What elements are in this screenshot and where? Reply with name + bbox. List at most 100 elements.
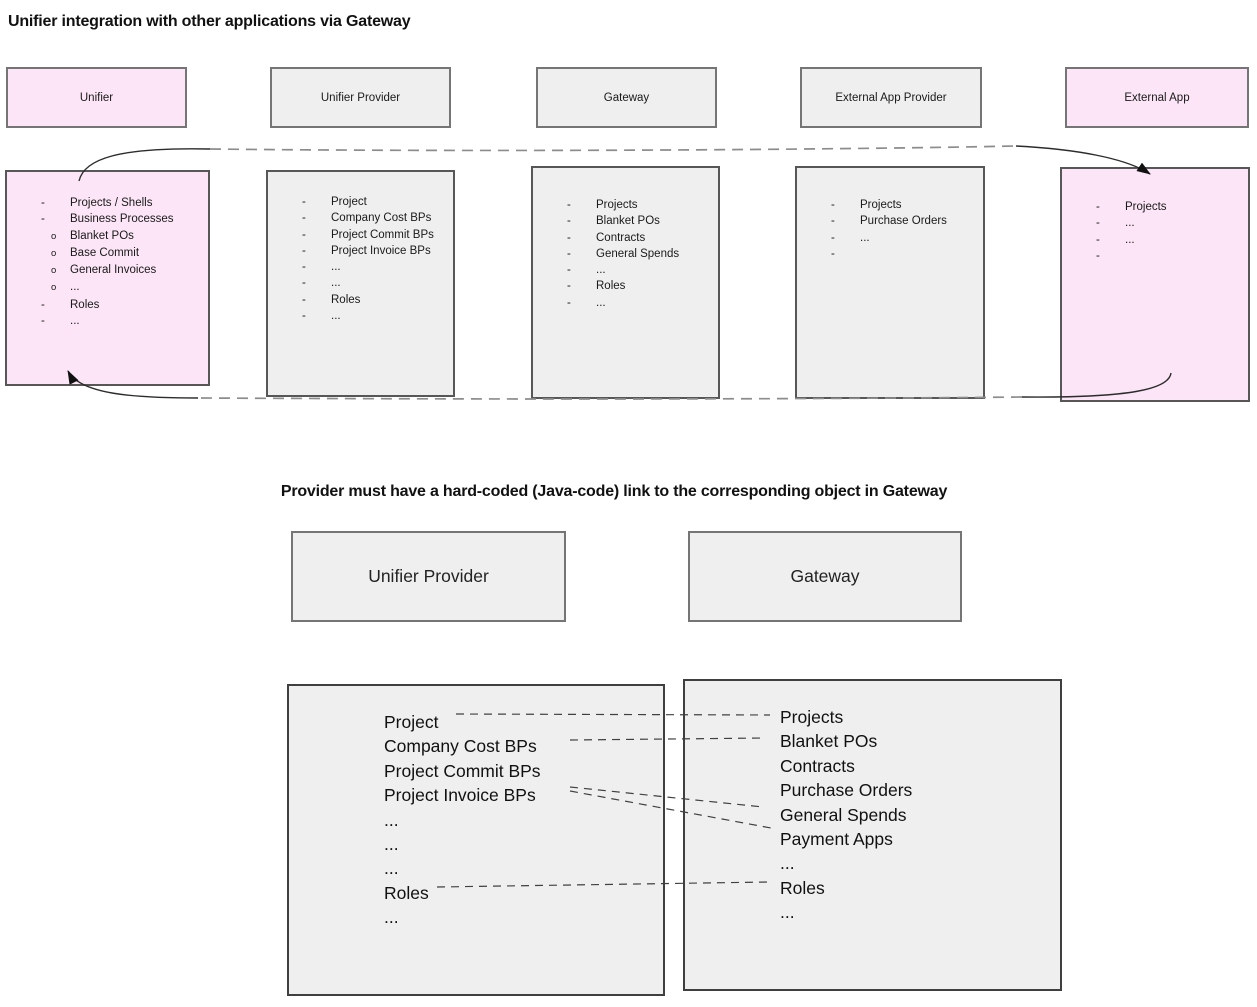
list-item-text: Projects [596, 199, 638, 211]
list-item: Projects [780, 707, 844, 727]
bullet: - [302, 196, 306, 208]
list-item: -... [268, 259, 453, 275]
header-box-external-app-provider: External App Provider [800, 67, 982, 128]
list-item: - Projects [533, 197, 718, 213]
list-item: Project [384, 712, 439, 732]
bullet: - [831, 231, 835, 244]
list-item: Payment Apps [780, 829, 893, 850]
list-item: -Roles [533, 278, 718, 294]
bullet: - [1096, 217, 1100, 230]
list-item: -... [268, 308, 453, 324]
list-item-text: ... [860, 231, 870, 244]
header-label: Gateway [603, 91, 650, 104]
list-item: -... [533, 262, 718, 278]
list-item-text: Project Invoice BPs [331, 244, 431, 257]
list-item: - Roles [268, 292, 453, 308]
list-item: ... [780, 853, 795, 874]
header-box-unifier-provider-2: Unifier Provider [291, 531, 566, 622]
list-item-text: ... [331, 261, 341, 274]
list-item-text: ... [596, 296, 606, 309]
list-box-external-app-provider: -Projects-Purchase Orders-...- [795, 166, 985, 399]
list-item: ... [780, 902, 795, 923]
list-item: -Business Processes [7, 211, 208, 227]
bullet: - [302, 293, 306, 306]
list-item: - Roles [7, 297, 208, 313]
list-item-text: Projects [860, 199, 902, 211]
list-item: ... [384, 834, 399, 855]
list-item: -... [268, 275, 453, 291]
list-item: - Projects / Shells [7, 195, 208, 211]
list-item: - Projects [1062, 199, 1248, 215]
list-item-text: Project Commit BPs [331, 228, 434, 241]
bullet: - [567, 247, 571, 260]
list-item: -... [533, 295, 718, 311]
bullet: - [831, 199, 835, 211]
header-box-external-app: External App [1065, 67, 1249, 128]
bullet: o [51, 230, 57, 242]
list-item: -General Spends [533, 246, 718, 262]
list-box-unifier: - Projects / Shells -Business Processes o Bl… [5, 170, 210, 386]
list-item-text: ... [70, 281, 80, 294]
flow-forward-dashed-line [209, 145, 1017, 152]
list-item-text: ... [1125, 233, 1135, 246]
list-box-gateway: - Projects - Blanket POs - Contracts -General … [531, 166, 720, 399]
list-item: -... [1062, 215, 1248, 231]
bullet: - [1096, 249, 1100, 262]
list-item-text: ... [331, 277, 341, 290]
bullet: - [302, 212, 306, 225]
header-box-unifier: Unifier [6, 67, 187, 128]
list-item-text: Blanket POs [596, 215, 660, 228]
list-item-text: Roles [331, 293, 361, 306]
list-item-text: Purchase Orders [860, 215, 947, 228]
bullet: - [41, 197, 45, 209]
list-item: -... [797, 230, 983, 246]
bullet: - [567, 296, 571, 309]
bullet: - [1096, 233, 1100, 246]
header-label: Unifier Provider [320, 91, 401, 104]
bullet: o [51, 247, 57, 259]
list-item: Project Invoice BPs [384, 785, 536, 806]
list-item: Roles [384, 882, 429, 903]
list-item: - Projects [797, 197, 983, 213]
list-item: -... [7, 313, 208, 329]
header-label: External App Provider [835, 91, 947, 104]
list-item: - Blanket POs [533, 213, 718, 229]
bullet: - [567, 215, 571, 228]
list-item-text: Roles [70, 298, 100, 311]
bullet: - [302, 277, 306, 290]
list-item: - Contracts [533, 230, 718, 246]
list-item: -Project Invoice BPs [268, 243, 453, 259]
list-item-text: Projects [1125, 201, 1167, 213]
list-item-text: Projects / Shells [70, 197, 153, 209]
bullet: - [567, 199, 571, 211]
bullet: o [51, 265, 57, 277]
list-box-external-app: -Projects-...-...- [1060, 167, 1250, 402]
bullet: - [41, 213, 45, 226]
header-box-unifier-provider: Unifier Provider [270, 67, 451, 128]
list-item-text: ... [70, 315, 80, 328]
list-item-text: ... [331, 310, 341, 323]
list-item: -Purchase Orders [797, 213, 983, 229]
list-box-unifier-provider: -Project-Company Cost BPs-Project Commit… [266, 170, 455, 397]
list-item-text: Contracts [596, 231, 646, 244]
list-item-text: Blanket POs [70, 229, 134, 242]
list-item: -... [1062, 232, 1248, 248]
bullet: - [302, 310, 306, 323]
list-item-text: Project [331, 196, 367, 208]
bullet: - [41, 298, 45, 311]
bullet: - [1096, 201, 1100, 213]
header-label: External App [1124, 91, 1190, 104]
list-item: Purchase Orders [780, 780, 913, 801]
header-label: Unifier Provider [368, 566, 489, 586]
header-box-gateway: Gateway [536, 67, 717, 128]
list-item: ... [384, 809, 399, 830]
section1-title: Unifier integration with other applicati… [8, 13, 411, 30]
list-item: Roles [780, 877, 825, 898]
list-item-text: ... [596, 264, 606, 277]
bullet: - [567, 231, 571, 244]
list-item: ... [384, 907, 399, 928]
list-item: Company Cost BPs [384, 736, 537, 757]
